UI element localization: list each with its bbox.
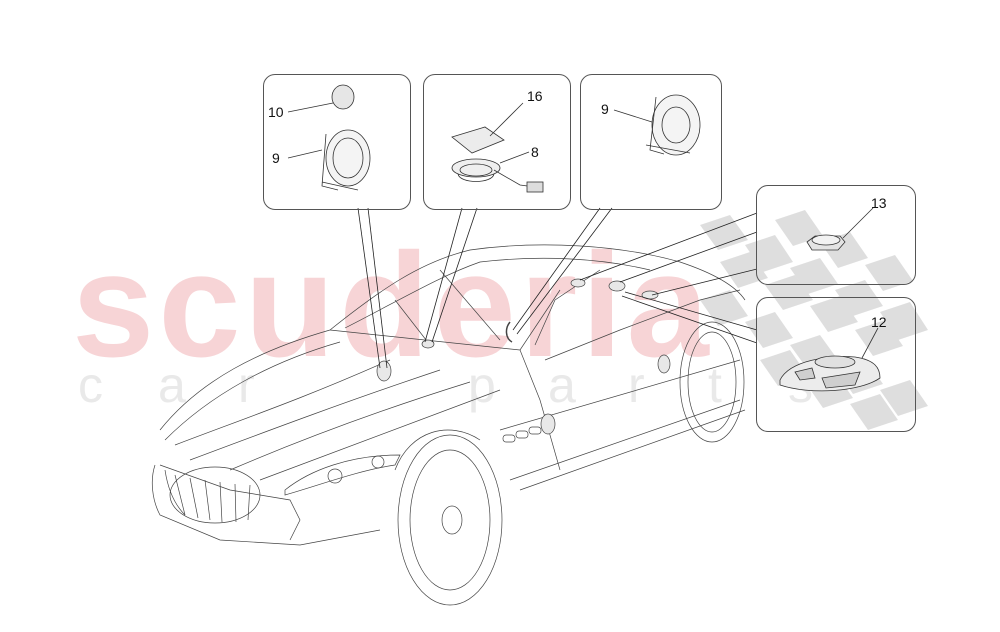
callout-8[interactable]: 8 bbox=[531, 144, 539, 160]
watermark-letter: p bbox=[468, 357, 496, 413]
watermark-scuderia: scuderia bbox=[72, 223, 713, 388]
part-illustration-box3 bbox=[613, 94, 701, 156]
detail-box-front-left bbox=[263, 74, 411, 210]
detail-box-rear-tweeter bbox=[756, 185, 916, 285]
detail-box-front-right bbox=[580, 74, 722, 210]
watermark-letter: r bbox=[238, 357, 255, 413]
callout-13[interactable]: 13 bbox=[871, 195, 887, 211]
detail-box-rear-speaker bbox=[756, 297, 916, 432]
watermark-letter: a bbox=[158, 357, 186, 413]
callout-9-left[interactable]: 9 bbox=[272, 150, 280, 166]
part-illustration-box1 bbox=[287, 84, 371, 191]
watermark-letter: a bbox=[548, 357, 576, 413]
car-outline bbox=[151, 244, 746, 606]
part-illustration-box2 bbox=[451, 102, 544, 193]
callout-10[interactable]: 10 bbox=[268, 104, 284, 120]
callout-12[interactable]: 12 bbox=[871, 314, 887, 330]
watermark-letter: c bbox=[78, 357, 103, 413]
detail-box-dashboard bbox=[423, 74, 571, 210]
callout-9-right[interactable]: 9 bbox=[601, 101, 609, 117]
watermark-letter: t bbox=[708, 357, 722, 413]
leader-lines bbox=[357, 207, 758, 369]
part-illustration-box4 bbox=[806, 207, 874, 251]
watermark-car-parts: carparts bbox=[78, 360, 868, 410]
part-illustration-box5 bbox=[779, 327, 881, 392]
checkered-flag-watermark bbox=[700, 210, 928, 430]
callout-16[interactable]: 16 bbox=[527, 88, 543, 104]
watermark-letter: r bbox=[628, 357, 645, 413]
